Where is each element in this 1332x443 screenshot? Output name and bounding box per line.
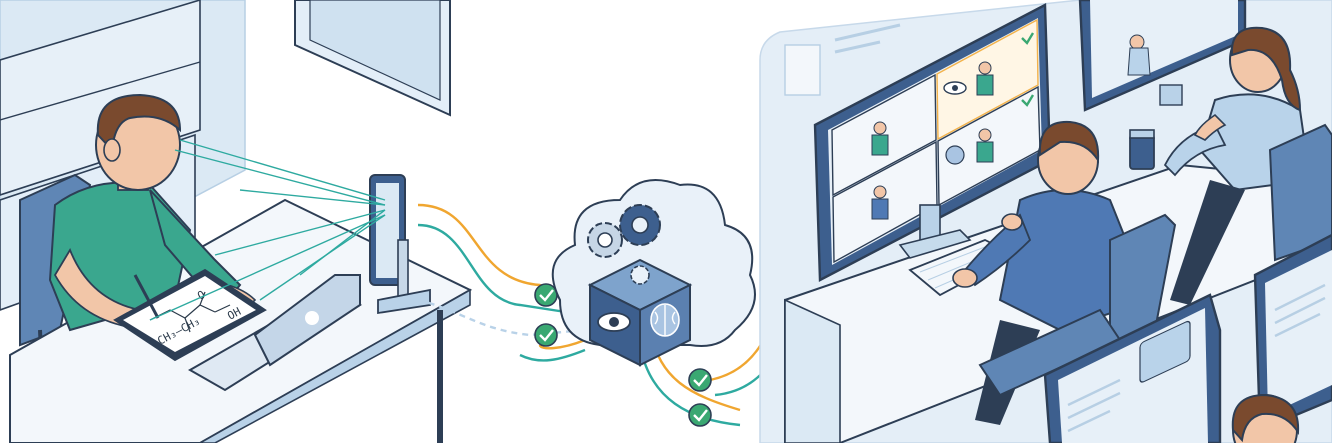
- eye-icon: [597, 312, 631, 332]
- check-icon: [688, 368, 712, 392]
- check-icon: [1021, 94, 1035, 107]
- check-icon: [534, 323, 558, 347]
- foreground-monitor: [1043, 293, 1222, 443]
- eye-icon: [943, 81, 967, 95]
- laptop: [187, 274, 363, 392]
- ai-cloud: [551, 179, 756, 367]
- gear-icon: [630, 265, 650, 285]
- check-icon: [1021, 32, 1035, 45]
- molecule-oh: OH: [225, 305, 243, 323]
- proctor-chair: [1268, 123, 1332, 262]
- webcam-device: [369, 174, 431, 315]
- laptop-logo: [305, 311, 319, 325]
- brain-icon: [945, 145, 965, 165]
- stylus: [133, 274, 160, 319]
- secondary-screen: [1078, 0, 1247, 112]
- proctor-room: [759, 0, 1332, 443]
- brain-icon: [650, 303, 680, 337]
- gear-icon: [587, 222, 623, 258]
- foreground-person: [1231, 393, 1300, 443]
- check-icon: [534, 283, 558, 307]
- student-room: CH₃–CH₃ OH O: [0, 0, 473, 443]
- check-icon: [688, 403, 712, 427]
- drawing-tablet: CH₃–CH₃ OH O: [113, 268, 267, 362]
- gaze-tracking-lines: [149, 139, 386, 321]
- molecule-o: O: [195, 288, 207, 303]
- gear-icon: [619, 204, 661, 246]
- proctor-female: [1129, 26, 1312, 305]
- coffee-cup: [1129, 129, 1155, 170]
- monitoring-screen: [813, 3, 1052, 282]
- foreground-monitor: [1253, 233, 1332, 432]
- student-hair: [96, 93, 182, 153]
